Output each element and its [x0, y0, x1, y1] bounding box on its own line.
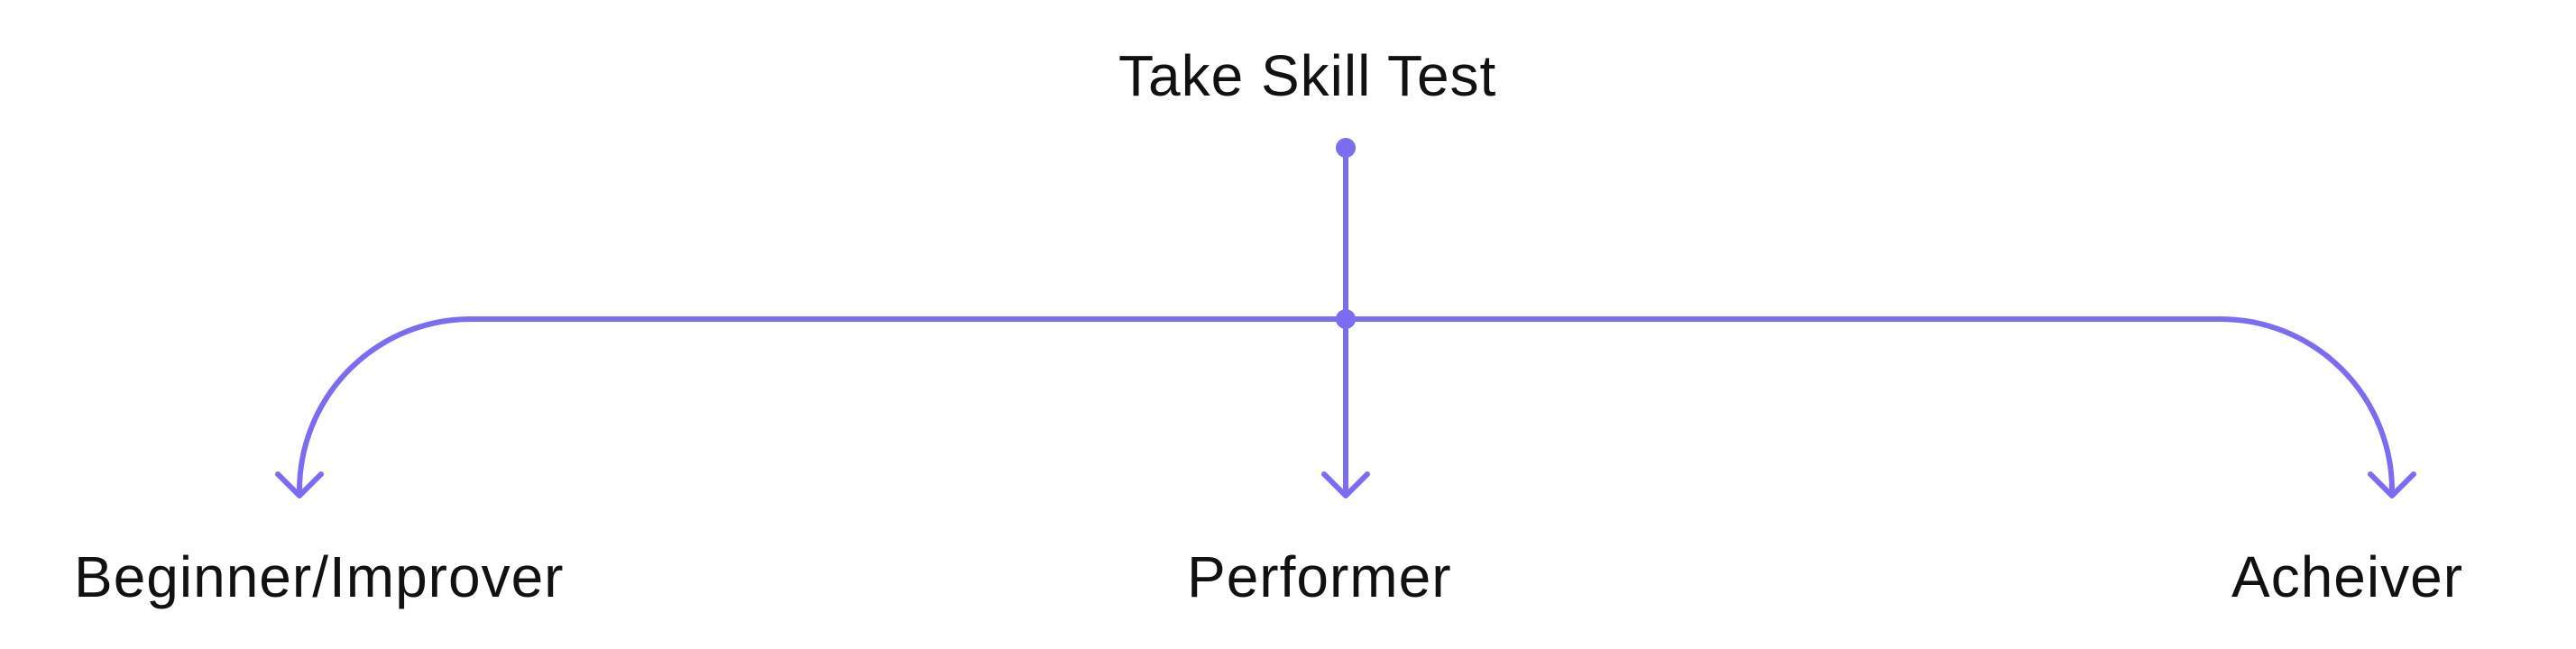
center-arrowhead-icon — [1321, 471, 1370, 498]
right-curve-line — [2218, 316, 2395, 497]
right-arrowhead-icon — [2368, 471, 2416, 498]
branch-label-beginner-improver: Beginner/Improver — [74, 544, 565, 609]
left-curve-line — [297, 316, 474, 497]
left-arrowhead-icon — [275, 471, 324, 498]
root-dot-icon — [1336, 138, 1356, 158]
branch-label-acheiver: Acheiver — [2231, 544, 2463, 609]
root-node-label: Take Skill Test — [1118, 43, 1497, 108]
junction-dot-icon — [1336, 309, 1356, 329]
branch-label-performer: Performer — [1187, 544, 1452, 609]
